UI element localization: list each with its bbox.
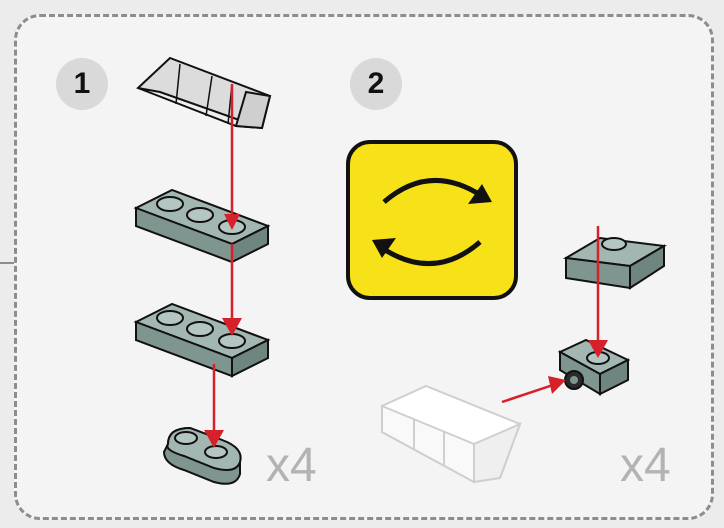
rotate-model-icon <box>346 140 518 300</box>
plate-1x2-jumper <box>562 236 668 290</box>
transparent-slope-brick <box>136 56 272 130</box>
plate-1x3-top <box>133 188 271 264</box>
ghost-slope-assembly <box>381 384 522 484</box>
step-2-badge: 2 <box>350 58 402 110</box>
step-1-arrows <box>204 84 242 448</box>
step-2-arrows <box>501 226 608 404</box>
plate-1x3-bottom <box>133 302 271 378</box>
step-1-quantity: x4 <box>266 439 317 492</box>
frame-connector-line <box>0 262 14 264</box>
step-2-quantity: x4 <box>620 439 671 492</box>
rounded-plate-1x2 <box>162 426 242 485</box>
bracket-plate <box>557 338 631 396</box>
step-1-badge: 1 <box>56 58 108 110</box>
